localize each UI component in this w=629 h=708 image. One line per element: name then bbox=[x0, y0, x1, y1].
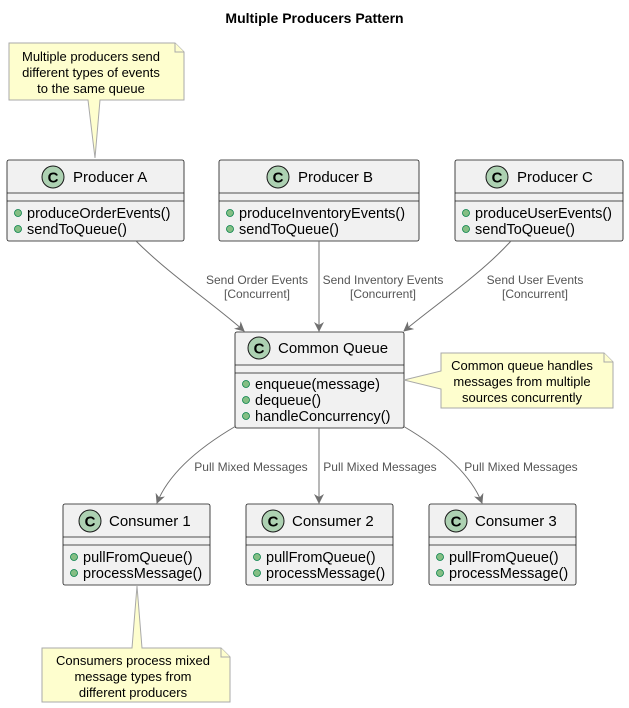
edge-label-line-1: Send User Events bbox=[487, 273, 584, 287]
note-producers-line-1: Multiple producers send bbox=[22, 49, 160, 64]
class-consumer-1: C Consumer 1 pullFromQueue() processMess… bbox=[62, 503, 211, 586]
diagram-title: Multiple Producers Pattern bbox=[225, 10, 403, 26]
note-queue-line-3: sources concurrently bbox=[462, 390, 582, 405]
edge-label-line-2: [Concurrent] bbox=[224, 287, 290, 301]
edge-label-line-1: Send Inventory Events bbox=[323, 273, 444, 287]
method-pull-from-queue: pullFromQueue() bbox=[83, 550, 193, 566]
note-consumers-line-3: different producers bbox=[79, 685, 188, 700]
class-stereotype-icon bbox=[261, 509, 285, 533]
note-producers-line-3: to the same queue bbox=[37, 81, 145, 96]
public-method-icon bbox=[462, 225, 470, 233]
class-name-consumer-2: Consumer 2 bbox=[292, 513, 374, 530]
note-queue-line-1: Common queue handles bbox=[451, 358, 593, 373]
public-method-icon bbox=[253, 553, 261, 561]
method-produce-user-events: produceUserEvents() bbox=[475, 206, 612, 222]
class-name-producer-b: Producer B bbox=[298, 169, 373, 186]
class-consumer-3: C Consumer 3 pullFromQueue() processMess… bbox=[428, 503, 577, 586]
class-stereotype-letter: C bbox=[268, 514, 279, 531]
class-stereotype-letter: C bbox=[48, 170, 59, 187]
public-method-icon bbox=[436, 569, 444, 577]
note-consumers-line-1: Consumers process mixed bbox=[56, 653, 210, 668]
public-method-icon bbox=[242, 396, 250, 404]
class-stereotype-icon bbox=[78, 509, 102, 533]
class-stereotype-icon bbox=[41, 165, 65, 189]
class-stereotype-letter: C bbox=[451, 514, 462, 531]
note-queue-line-2: messages from multiple bbox=[453, 374, 590, 389]
method-enqueue: enqueue(message) bbox=[255, 377, 380, 393]
public-method-icon bbox=[242, 412, 250, 420]
public-method-icon bbox=[253, 569, 261, 577]
method-handle-concurrency: handleConcurrency() bbox=[255, 409, 390, 425]
class-name-producer-c: Producer C bbox=[517, 169, 593, 186]
class-stereotype-letter: C bbox=[85, 514, 96, 531]
method-pull-from-queue: pullFromQueue() bbox=[266, 550, 376, 566]
class-stereotype-letter: C bbox=[254, 341, 265, 358]
method-pull-from-queue: pullFromQueue() bbox=[449, 550, 559, 566]
class-stereotype-icon bbox=[444, 509, 468, 533]
method-produce-inventory-events: produceInventoryEvents() bbox=[239, 206, 405, 222]
method-process-message: processMessage() bbox=[266, 566, 385, 582]
class-name-common-queue: Common Queue bbox=[278, 340, 388, 357]
edge-label-line-2: [Concurrent] bbox=[502, 287, 568, 301]
edge-queue-to-consumer-3: Pull Mixed Messages bbox=[402, 425, 578, 504]
edge-label: Pull Mixed Messages bbox=[464, 460, 577, 474]
class-stereotype-letter: C bbox=[273, 170, 284, 187]
class-name-consumer-3: Consumer 3 bbox=[475, 513, 557, 530]
class-stereotype-icon bbox=[266, 165, 290, 189]
public-method-icon bbox=[226, 225, 234, 233]
public-method-icon bbox=[436, 553, 444, 561]
method-send-to-queue: sendToQueue() bbox=[475, 222, 575, 238]
edge-producer-a-to-queue: Send Order Events [Concurrent] bbox=[135, 240, 308, 332]
public-method-icon bbox=[70, 569, 78, 577]
method-send-to-queue: sendToQueue() bbox=[239, 222, 339, 238]
method-send-to-queue: sendToQueue() bbox=[27, 222, 127, 238]
class-stereotype-letter: C bbox=[492, 170, 503, 187]
edge-label-line-1: Send Order Events bbox=[206, 273, 308, 287]
class-stereotype-icon bbox=[485, 165, 509, 189]
public-method-icon bbox=[14, 225, 22, 233]
class-producer-b: C Producer B produceInventoryEvents() se… bbox=[218, 159, 420, 242]
class-name-consumer-1: Consumer 1 bbox=[109, 513, 191, 530]
edge-label: Pull Mixed Messages bbox=[323, 460, 436, 474]
note-queue: Common queue handles messages from multi… bbox=[403, 352, 614, 409]
public-method-icon bbox=[14, 209, 22, 217]
method-process-message: processMessage() bbox=[449, 566, 568, 582]
method-process-message: processMessage() bbox=[83, 566, 202, 582]
class-stereotype-icon bbox=[247, 336, 271, 360]
edge-label-line-2: [Concurrent] bbox=[350, 287, 416, 301]
note-consumers: Consumers process mixed message types fr… bbox=[41, 585, 231, 703]
class-producer-c: C Producer C produceUserEvents() sendToQ… bbox=[454, 159, 624, 242]
class-name-producer-a: Producer A bbox=[73, 169, 147, 186]
class-producer-a: C Producer A produceOrderEvents() sendTo… bbox=[6, 159, 185, 242]
edge-queue-to-consumer-1: Pull Mixed Messages bbox=[155, 425, 308, 504]
note-producers: Multiple producers send different types … bbox=[8, 42, 185, 159]
edge-producer-b-to-queue: Send Inventory Events [Concurrent] bbox=[314, 241, 444, 332]
edge-producer-c-to-queue: Send User Events [Concurrent] bbox=[403, 240, 584, 332]
public-method-icon bbox=[462, 209, 470, 217]
note-consumers-line-2: message types from bbox=[74, 669, 191, 684]
note-producers-line-2: different types of events bbox=[22, 65, 160, 80]
method-dequeue: dequeue() bbox=[255, 393, 321, 409]
edge-label: Pull Mixed Messages bbox=[194, 460, 307, 474]
public-method-icon bbox=[70, 553, 78, 561]
method-produce-order-events: produceOrderEvents() bbox=[27, 206, 170, 222]
class-common-queue: C Common Queue enqueue(message) dequeue(… bbox=[234, 331, 405, 429]
class-consumer-2: C Consumer 2 pullFromQueue() processMess… bbox=[245, 503, 394, 586]
public-method-icon bbox=[226, 209, 234, 217]
edge-queue-to-consumer-2: Pull Mixed Messages bbox=[314, 428, 437, 504]
public-method-icon bbox=[242, 380, 250, 388]
